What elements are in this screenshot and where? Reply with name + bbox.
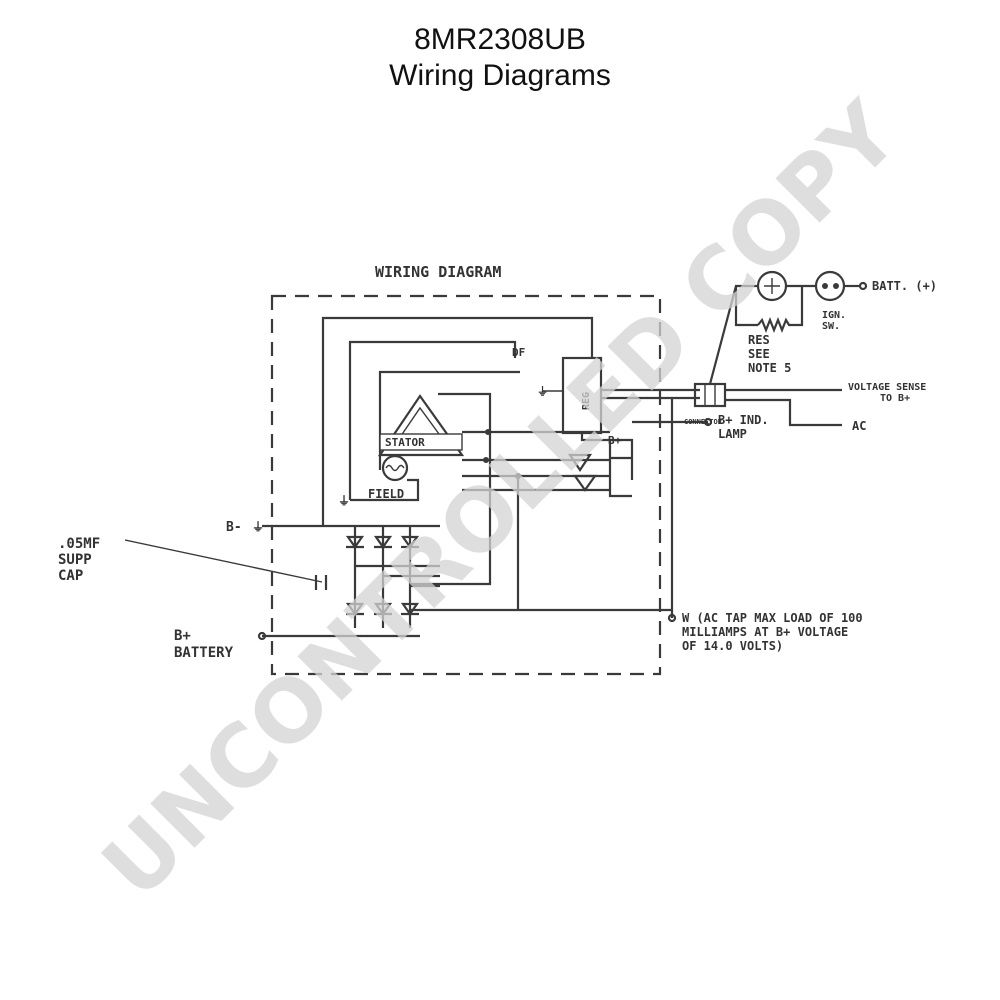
- rectifier-diodes-top: [345, 535, 420, 549]
- ac-wire: [725, 398, 842, 427]
- supp-cap-symbol: [314, 575, 328, 590]
- res-label-1: RES: [748, 333, 770, 347]
- field-coil: [381, 454, 409, 482]
- connector-pins: [704, 384, 716, 406]
- voltage-sense-label-2: TO B+: [880, 393, 910, 404]
- res-label-3: NOTE 5: [748, 361, 791, 375]
- switch-contact: [822, 283, 828, 289]
- stator-triangle: [377, 394, 465, 457]
- switch-contact: [833, 283, 839, 289]
- diode-trio-2: [572, 474, 598, 492]
- battery-terminal: [257, 631, 267, 641]
- stator-label: STATOR: [385, 436, 425, 449]
- ign-label-1: IGN.: [822, 310, 846, 321]
- cap-leader-line: [124, 539, 323, 583]
- reg-label: REG: [581, 392, 592, 410]
- connector-label: CONNECTOR: [684, 418, 723, 426]
- page-header: 8MR2308UB Wiring Diagrams: [0, 22, 1000, 94]
- rectifier-diodes-bottom: [345, 602, 420, 616]
- ignition-switch: [814, 270, 846, 302]
- stator-label-box: [379, 433, 463, 451]
- reg-ground-icon: ⏚: [537, 385, 548, 398]
- field-coil-winding: [385, 464, 405, 472]
- cap-label-1: .05MF: [58, 536, 100, 552]
- df-loop-wire: [348, 340, 517, 500]
- uncontrolled-copy-watermark: UNCONTROLLED COPY: [84, 83, 919, 918]
- alternator-boundary: [270, 294, 662, 676]
- connector-block: [693, 382, 727, 408]
- voltage-sense-label-1: VOLTAGE SENSE: [848, 382, 926, 393]
- batt-plus-label: BATT. (+): [872, 279, 937, 293]
- ign-label-2: SW.: [822, 321, 840, 332]
- b-minus-ground-icon: ⏚: [252, 520, 264, 534]
- res-bypass-wire: [734, 286, 758, 327]
- ind-lamp-label-1: B+ IND.: [718, 413, 769, 427]
- resistor-symbol: [757, 286, 804, 333]
- battery-label-2: BATTERY: [174, 645, 234, 661]
- rectifier-phase-wires: [355, 564, 440, 588]
- junction-dot: [483, 457, 489, 463]
- junction-dot: [485, 429, 491, 435]
- field-label: FIELD: [368, 487, 404, 501]
- cap-label-3: CAP: [58, 568, 83, 584]
- w-note-1: W (AC TAP MAX LOAD OF 100: [682, 611, 863, 625]
- diagram-title: WIRING DIAGRAM: [375, 263, 501, 281]
- diode-trio-1: [567, 453, 593, 472]
- df-label: DF: [512, 346, 525, 359]
- lamp-filament: [764, 278, 780, 294]
- reg-bplus-label: B+: [608, 434, 622, 447]
- model-number: 8MR2308UB: [414, 23, 586, 56]
- ac-label: AC: [852, 419, 866, 433]
- res-label-2: SEE: [748, 347, 770, 361]
- outer-loop-wire: [321, 316, 594, 526]
- w-note-3: OF 14.0 VOLTS): [682, 639, 783, 653]
- cap-label-2: SUPP: [58, 552, 92, 568]
- b-minus-label: B-: [226, 520, 242, 535]
- w-terminal: [667, 613, 677, 623]
- battery-label-1: B+: [174, 628, 191, 644]
- field-wire: [350, 478, 420, 502]
- ind-lamp-label-2: LAMP: [718, 427, 747, 441]
- reg-bplus-wire: [580, 433, 634, 480]
- batt-terminal: [858, 281, 868, 291]
- ind-lamp-terminal: [703, 417, 713, 427]
- field-ground-icon: ⏚: [338, 494, 350, 508]
- page-subtitle: Wiring Diagrams: [389, 59, 611, 92]
- w-note-2: MILLIAMPS AT B+ VOLTAGE: [682, 625, 848, 639]
